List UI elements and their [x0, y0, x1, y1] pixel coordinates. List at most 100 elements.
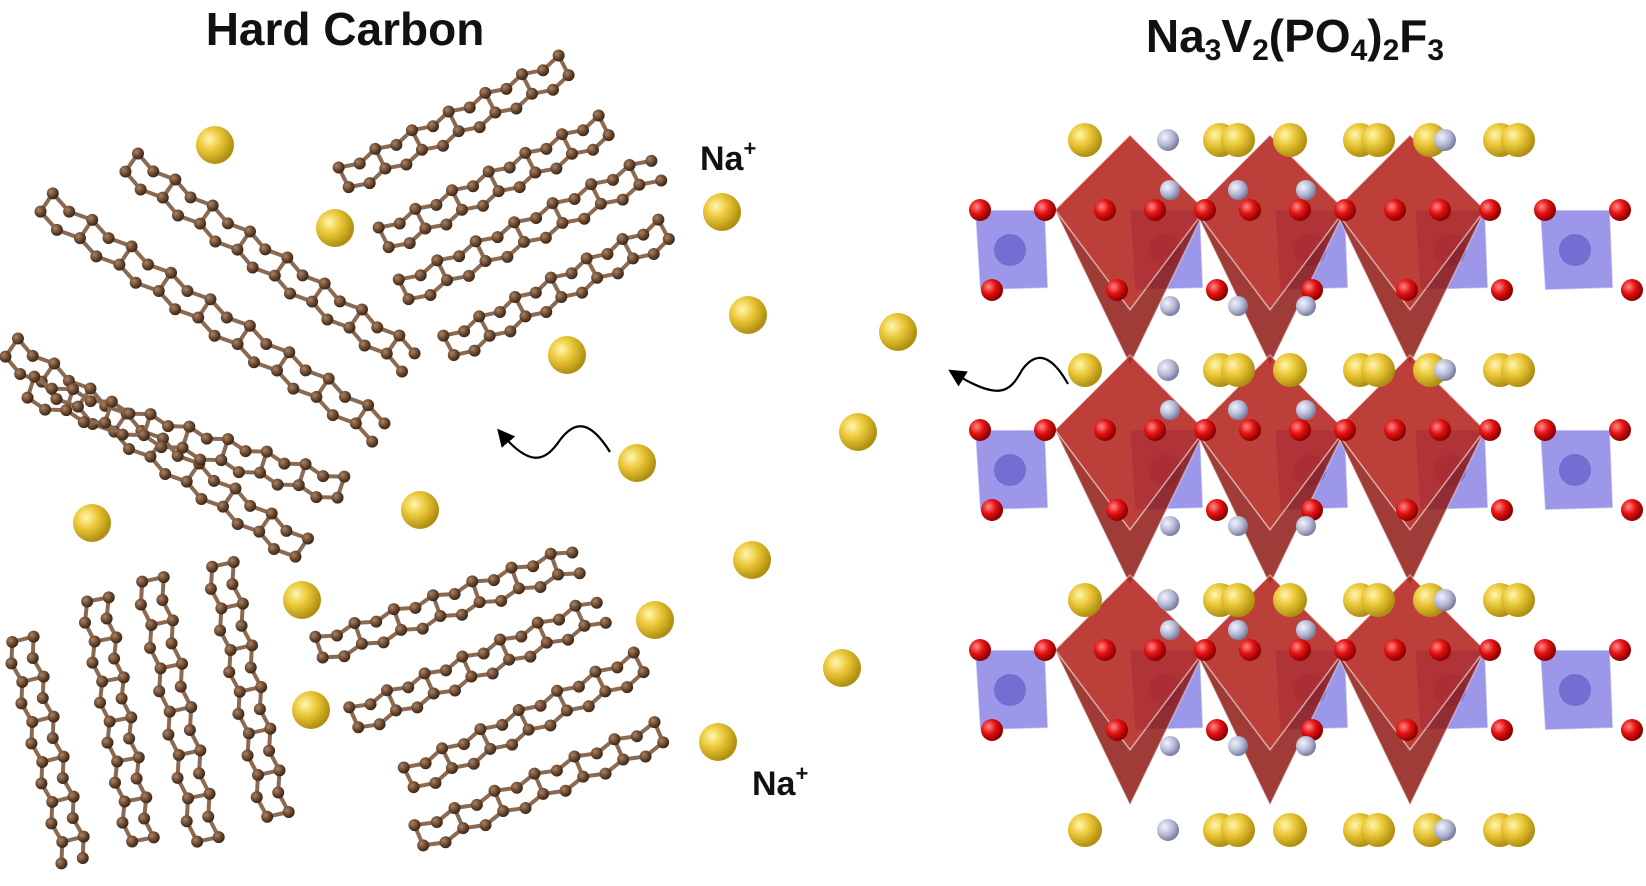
carbon-atom — [637, 228, 650, 241]
oxygen-atom — [1144, 419, 1166, 441]
oxygen-atom — [1491, 499, 1513, 521]
sodium-ion — [1273, 813, 1307, 847]
carbon-sheet — [332, 49, 575, 194]
carbon-atom — [429, 776, 442, 789]
sodium-ion — [1273, 583, 1307, 617]
oxygen-atom — [1144, 639, 1166, 661]
carbon-atom — [506, 738, 519, 751]
sodium-ion — [283, 581, 321, 619]
carbon-atom — [56, 835, 69, 848]
carbon-atom — [153, 685, 166, 698]
sodium-ion — [1501, 583, 1535, 617]
carbon-atom — [84, 395, 97, 408]
oxygen-atom — [1289, 639, 1311, 661]
carbon-atom — [602, 129, 615, 142]
carbon-atom — [157, 571, 170, 584]
carbon-atom — [565, 267, 578, 280]
carbon-atom — [338, 650, 351, 663]
carbon-atom — [519, 310, 532, 323]
carbon-atom — [633, 178, 646, 191]
carbon-atom — [585, 178, 598, 191]
carbon-atom — [362, 399, 375, 412]
carbon-atom — [497, 805, 510, 818]
carbon-atom — [544, 719, 557, 732]
carbon-bond — [9, 641, 65, 864]
carbon-atom — [130, 772, 143, 785]
carbon-atom — [382, 241, 395, 254]
carbon-atom — [46, 187, 59, 200]
carbon-atom — [226, 578, 239, 591]
sodium-ion — [729, 296, 767, 334]
carbon-atom — [358, 339, 371, 352]
carbon-atom — [493, 305, 506, 318]
carbon-atom — [310, 491, 323, 504]
oxygen-atom — [1106, 719, 1128, 741]
carbon-atom — [456, 650, 469, 663]
carbon-atom — [479, 86, 492, 99]
carbon-atom — [222, 433, 235, 446]
carbon-atom — [34, 205, 47, 218]
carbon-atom — [578, 212, 591, 225]
carbon-atom — [263, 744, 276, 757]
carbon-atom — [553, 613, 566, 626]
carbon-atom — [343, 321, 356, 334]
carbon-atom — [377, 636, 390, 649]
oxygen-atom — [1534, 199, 1556, 221]
carbon-atom — [407, 781, 420, 794]
carbon-atom — [147, 165, 160, 178]
carbon-atom — [448, 587, 461, 600]
oxygen-atom — [1106, 499, 1128, 521]
carbon-atom — [45, 382, 58, 395]
carbon-atom — [380, 347, 393, 360]
carbon-atom — [172, 748, 185, 761]
carbon-atom — [224, 644, 237, 657]
carbon-atom — [289, 550, 302, 563]
sodium-ion — [618, 444, 656, 482]
oxygen-atom — [981, 719, 1003, 741]
fluorine-atom — [1296, 516, 1316, 536]
oxygen-atom — [1479, 639, 1501, 661]
carbon-atom — [473, 310, 486, 323]
oxygen-atom — [1384, 639, 1406, 661]
hard-carbon-structure — [0, 49, 675, 870]
carbon-atom — [81, 595, 94, 608]
oxygen-atom — [1194, 419, 1216, 441]
sodium-ion — [1501, 813, 1535, 847]
sodium-ion — [823, 649, 861, 687]
carbon-atom — [39, 403, 52, 416]
sodium-ion — [1068, 583, 1102, 617]
carbon-atom — [349, 417, 362, 430]
carbon-atom — [647, 247, 660, 260]
carbon-atom — [473, 596, 486, 609]
carbon-atom — [231, 337, 244, 350]
oxygen-atom — [1384, 419, 1406, 441]
sodium-ion — [1221, 123, 1255, 157]
fluorine-atom — [1160, 400, 1180, 420]
carbon-atom — [309, 630, 322, 643]
carbon-atom — [194, 217, 207, 230]
carbon-atom — [77, 416, 90, 429]
title-nvpf-formula: Na3V2(PO4)2F3 — [1146, 10, 1444, 67]
carbon-atom — [408, 347, 421, 360]
carbon-atom — [232, 466, 245, 479]
oxygen-atom — [981, 279, 1003, 301]
carbon-atom — [159, 468, 172, 481]
carbon-atom — [515, 630, 528, 643]
carbon-atom — [578, 619, 591, 632]
carbon-atom — [204, 582, 217, 595]
carbon-atom — [299, 364, 312, 377]
carbon-atom — [534, 581, 547, 594]
carbon-atom — [125, 240, 138, 253]
fluorine-atom — [1160, 620, 1180, 640]
carbon-atom — [244, 225, 257, 238]
carbon-atom — [437, 139, 450, 152]
carbon-atom — [627, 646, 640, 659]
carbon-atom — [465, 670, 478, 683]
carbon-atom — [439, 836, 452, 849]
carbon-atom — [174, 680, 187, 693]
carbon-atom — [171, 209, 184, 222]
oxygen-atom — [1301, 719, 1323, 741]
carbon-atom — [489, 106, 502, 119]
carbon-sheet — [392, 154, 668, 306]
ion-label-top: Na+ — [700, 136, 756, 178]
